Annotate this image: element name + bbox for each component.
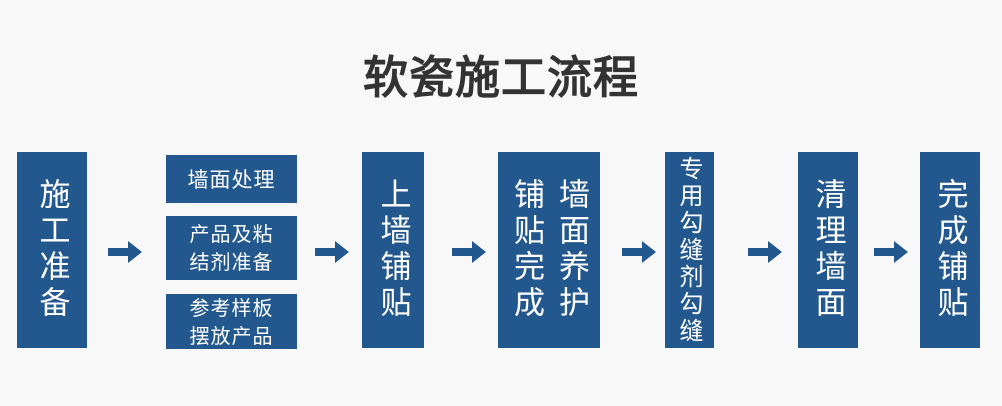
flow-node-construction-preparation[interactable]: 施工准备	[17, 152, 87, 348]
arrow-right-icon	[315, 239, 349, 265]
arrow-right-icon	[748, 239, 782, 265]
arrow-right-icon	[622, 239, 656, 265]
flow-node-wall-installation[interactable]: 上墙铺贴	[362, 152, 424, 348]
flow-node-wall-curing-installation-complete[interactable]: 墙面养护 铺贴完成	[498, 152, 600, 348]
flow-node-special-grout-application[interactable]: 专用勾缝剂勾缝	[665, 152, 714, 348]
flow-subnode-product-and-adhesive-preparation[interactable]: 产品及粘 结剂准备	[166, 216, 297, 280]
flowchart-row: 施工准备 墙面处理 产品及粘 结剂准备 参考样板 摆放产品 上墙铺贴 墙面养护 …	[0, 152, 1002, 352]
flow-node-preparation-substeps: 墙面处理 产品及粘 结剂准备 参考样板 摆放产品	[166, 155, 297, 349]
flow-subnode-reference-sample-layout[interactable]: 参考样板 摆放产品	[166, 294, 297, 349]
arrow-right-icon	[452, 239, 486, 265]
flow-node-clean-wall-surface[interactable]: 清理墙面	[798, 152, 858, 348]
flow-subnode-wall-surface-treatment[interactable]: 墙面处理	[166, 155, 297, 203]
arrow-right-icon	[874, 239, 908, 265]
flow-node-installation-finished[interactable]: 完成铺贴	[920, 152, 980, 348]
page-title: 软瓷施工流程	[362, 51, 639, 104]
arrow-right-icon	[108, 239, 142, 265]
